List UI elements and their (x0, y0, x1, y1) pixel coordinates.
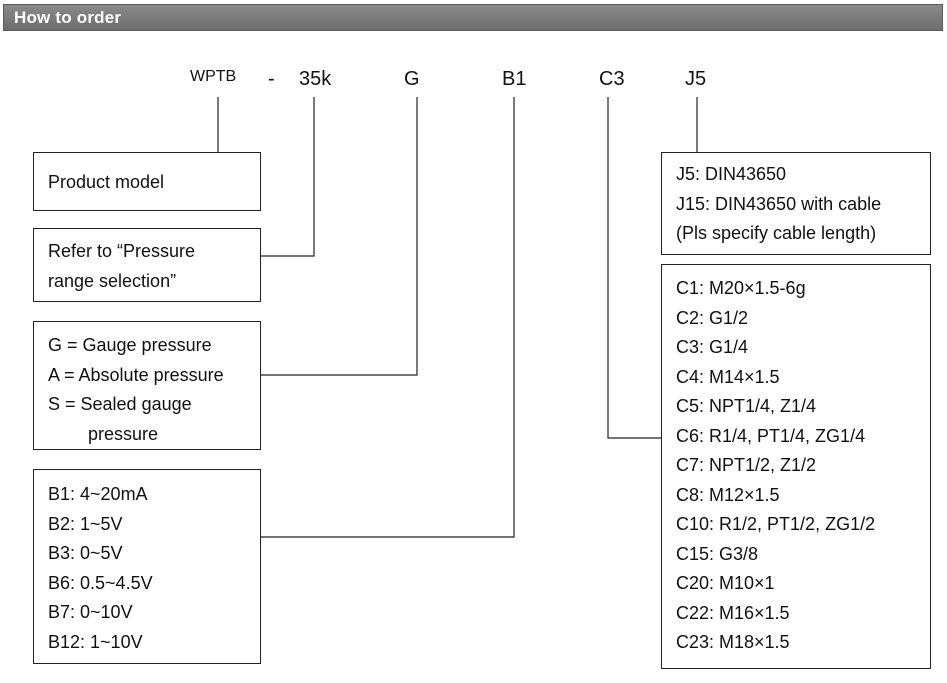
box-line: C1: M20×1.5-6g (676, 278, 806, 298)
connector-output (261, 97, 515, 538)
box-line: J15: DIN43650 with cable (676, 193, 882, 214)
box-line: range selection” (48, 270, 177, 291)
box-line: Refer to “Pressure (48, 241, 196, 261)
box-line: (Pls specify cable length) (676, 223, 877, 243)
box-line: C15: G3/8 (676, 543, 759, 564)
box-line: B3: 0~5V (48, 543, 123, 563)
box-line: C20: M10×1 (676, 573, 775, 593)
box-line: C4: M14×1.5 (676, 366, 780, 387)
code-range: 35k (299, 68, 332, 90)
code-connector: J5 (685, 68, 707, 90)
box-line: J5: DIN43650 (676, 164, 787, 184)
box-line: B6: 0.5~4.5V (48, 572, 153, 593)
code-thread: C3 (599, 68, 625, 90)
code-model: WPTB (190, 68, 237, 85)
connector-range (261, 97, 315, 257)
box-electrical-connector: J5: DIN43650 J15: DIN43650 with cable (P… (661, 152, 931, 255)
box-line: B2: 1~5V (48, 513, 123, 534)
box-line: B12: 1~10V (48, 631, 143, 652)
box-line: Product model (48, 172, 165, 192)
connector-thread (607, 97, 661, 439)
box-pressure-type: G = Gauge pressure A = Absolute pressure… (33, 321, 261, 450)
box-line: B7: 0~10V (48, 602, 133, 622)
box-pressure-range: Refer to “Pressure range selection” (33, 228, 261, 302)
box-line: A = Absolute pressure (48, 364, 224, 385)
box-output-signal: B1: 4~20mA B2: 1~5V B3: 0~5V B6: 0.5~4.5… (33, 469, 261, 664)
box-line: C7: NPT1/2, Z1/2 (676, 455, 817, 475)
box-line: pressure (88, 423, 159, 444)
box-line: S = Sealed gauge (48, 394, 192, 414)
box-line: C5: NPT1/4, Z1/4 (676, 396, 817, 416)
section-header: How to order (3, 4, 943, 31)
box-line: B1: 4~20mA (48, 484, 148, 504)
box-line: C6: R1/4, PT1/4, ZG1/4 (676, 425, 866, 446)
code-output: B1 (502, 68, 527, 90)
box-line: C8: M12×1.5 (676, 484, 780, 505)
code-pressure-type: G (404, 68, 420, 90)
box-line: G = Gauge pressure (48, 335, 212, 355)
connector-pressure (261, 97, 418, 376)
box-process-thread: C1: M20×1.5-6g C2: G1/2 C3: G1/4 C4: M14… (661, 264, 931, 669)
section-title: How to order (14, 8, 122, 27)
box-product-model: Product model (33, 152, 261, 211)
box-line: C3: G1/4 (676, 337, 749, 357)
code-dash: - (268, 68, 275, 90)
box-line: C10: R1/2, PT1/2, ZG1/2 (676, 514, 876, 534)
box-line: C23: M18×1.5 (676, 632, 790, 652)
box-line: C2: G1/2 (676, 307, 749, 328)
box-line: C22: M16×1.5 (676, 602, 790, 623)
